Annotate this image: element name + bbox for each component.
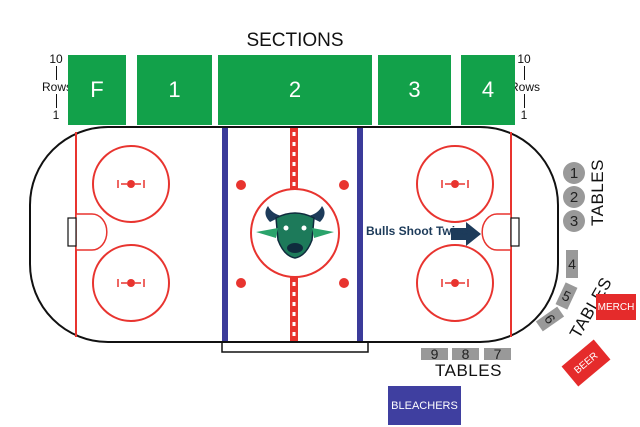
faceoff-circle-right-top [416, 145, 494, 223]
faceoff-circle-left-top [92, 145, 170, 223]
table-9[interactable]: 9 [421, 346, 448, 362]
callout-arrow-icon [451, 222, 481, 246]
rows-top-label: 10 [49, 52, 63, 66]
table-3[interactable]: 3 [563, 210, 585, 232]
neutral-dot [236, 278, 246, 288]
callout-label: Bulls Shoot Twice [366, 224, 469, 238]
sections-title: SECTIONS [246, 30, 344, 51]
rows-top-label: 10 [517, 52, 531, 66]
rows-bottom-label: 1 [520, 108, 528, 122]
table-4[interactable]: 4 [566, 250, 578, 278]
rows-word-label: Rows [510, 80, 541, 94]
table-8[interactable]: 8 [452, 346, 479, 362]
bleachers-area[interactable]: BLEACHERS [388, 386, 461, 425]
faceoff-circle-left-bottom [92, 244, 170, 322]
tables-label-right: TABLES [588, 159, 607, 226]
neutral-dot [339, 180, 349, 190]
blue-line-left [222, 128, 228, 341]
table-1[interactable]: 1 [563, 162, 585, 184]
rows-divider [55, 94, 57, 108]
crease-left [75, 213, 108, 251]
tables-label-bottom: TABLES [435, 361, 502, 380]
section-3[interactable]: 3 [378, 55, 451, 125]
bench-area [221, 342, 369, 353]
rows-word-label: Rows [42, 80, 73, 94]
table-7[interactable]: 7 [484, 346, 511, 362]
goal-net-left [67, 217, 77, 247]
bull-logo-icon [256, 206, 334, 259]
neutral-dot [236, 180, 246, 190]
merch-booth[interactable]: MERCH [596, 294, 636, 320]
section-4[interactable]: 4 [461, 55, 515, 125]
rows-divider [523, 94, 525, 108]
goal-net-right [510, 217, 520, 247]
section-2[interactable]: 2 [218, 55, 372, 125]
rows-legend-right: 10 Rows 1 [510, 52, 541, 122]
rows-legend-left: 10 Rows 1 [42, 52, 73, 122]
rows-bottom-label: 1 [52, 108, 60, 122]
neutral-dot [339, 278, 349, 288]
rows-divider [523, 66, 525, 80]
faceoff-circle-right-bottom [416, 244, 494, 322]
crease-right [481, 213, 512, 251]
section-1[interactable]: 1 [137, 55, 212, 125]
rows-divider [55, 66, 57, 80]
blue-line-right [357, 128, 363, 341]
section-f[interactable]: F [68, 55, 126, 125]
table-2[interactable]: 2 [563, 186, 585, 208]
